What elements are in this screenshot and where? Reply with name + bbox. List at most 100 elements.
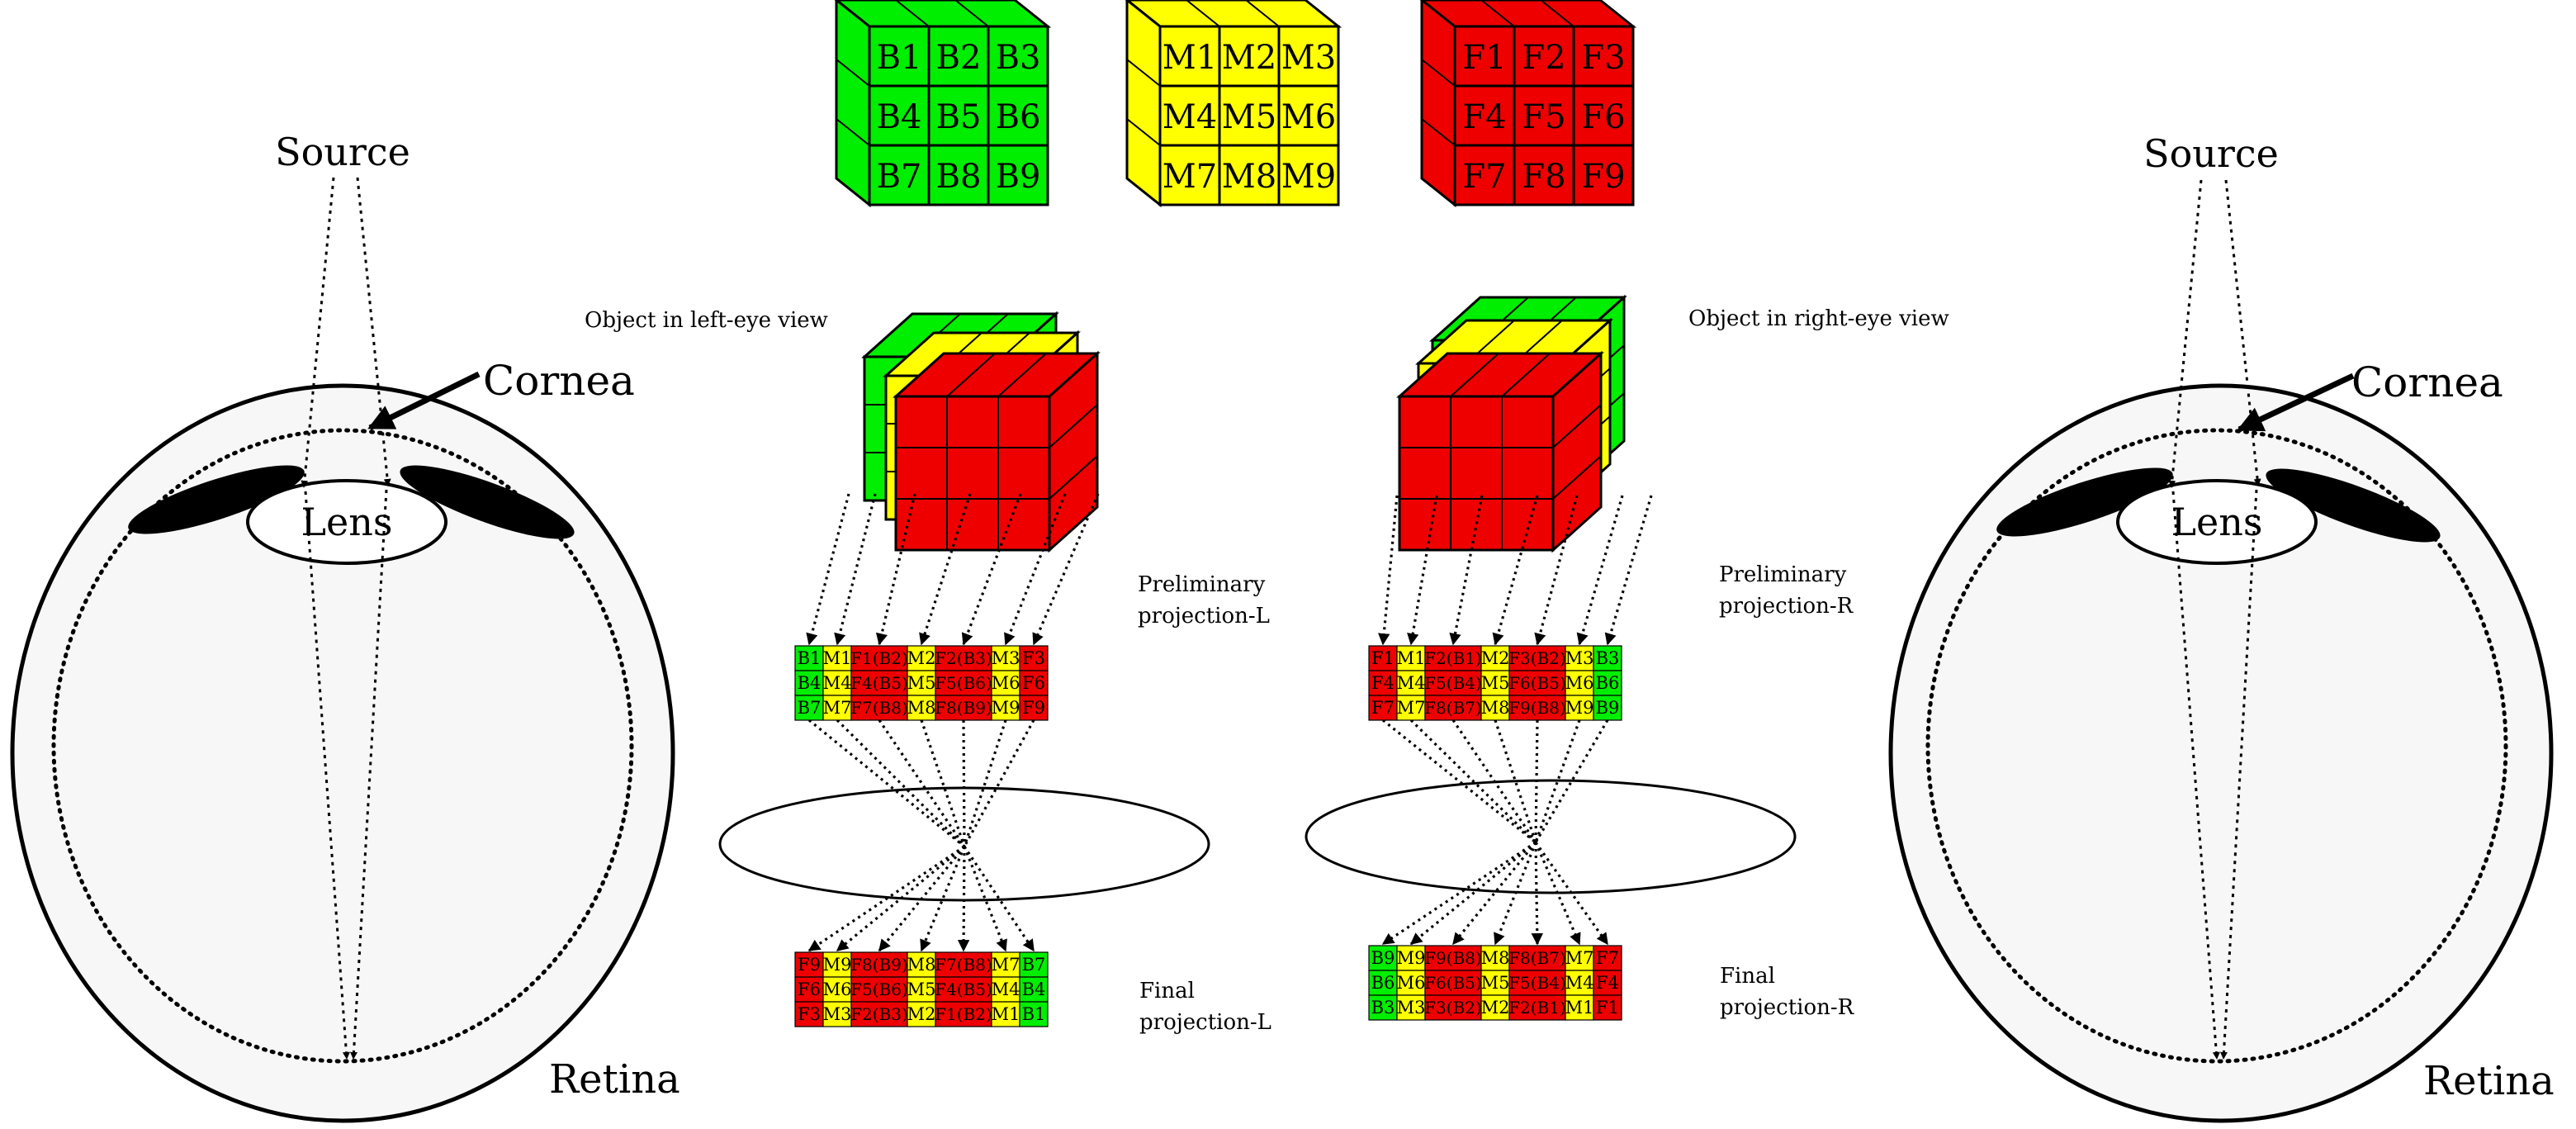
retina-label: Retina xyxy=(549,1056,680,1103)
grid-cell-label: M2 xyxy=(1481,648,1510,668)
grid-cell-label: B3 xyxy=(1371,998,1395,1018)
grid-cell-label: M6 xyxy=(992,673,1020,693)
cube-cell-label: M3 xyxy=(1281,39,1336,77)
cube-cell xyxy=(1513,25,1575,88)
edge-line xyxy=(1552,455,1602,500)
face-front xyxy=(1398,395,1555,552)
cube-cell-label: B8 xyxy=(936,158,982,196)
converge-ray xyxy=(1451,719,1537,843)
converge-ray xyxy=(836,719,966,848)
grid-cell xyxy=(1424,945,1482,971)
grid-cell-label: M6 xyxy=(823,980,852,999)
diverge-ray xyxy=(1381,841,1537,946)
grid-cell xyxy=(794,645,824,671)
grid-cell xyxy=(1019,695,1049,721)
cube-cell xyxy=(987,84,1049,147)
grid-cell-label: M5 xyxy=(907,980,936,999)
grid-cell xyxy=(822,1001,852,1027)
grid-cell xyxy=(822,670,852,696)
cornea-label: Cornea xyxy=(2351,358,2503,406)
label-line: projection-R xyxy=(1720,995,1855,1020)
converge-ray xyxy=(1494,719,1537,843)
label-line: projection-L xyxy=(1138,604,1270,629)
grid-cell xyxy=(850,951,908,978)
cube-top-face xyxy=(834,0,1052,28)
cube-cell xyxy=(1453,25,1516,88)
grid-cell-label: B1 xyxy=(1022,1004,1046,1024)
grid-cell xyxy=(1396,994,1426,1021)
cube-cell-label: F9 xyxy=(1581,158,1625,196)
grid-cell xyxy=(1019,645,1049,671)
grid-cell xyxy=(850,695,908,721)
right-eye: Lens Source Cornea Retina xyxy=(1888,131,2555,1123)
grid-cell xyxy=(1480,695,1510,721)
grid-cell-label: B7 xyxy=(798,698,822,718)
grid-cell-label: F6(B5) xyxy=(1508,673,1566,693)
grid-cell-label: M3 xyxy=(1397,998,1426,1018)
cube-cell-label: F8 xyxy=(1522,158,1565,196)
cube-cell-label: B7 xyxy=(877,158,922,196)
grid-cell-label: F7 xyxy=(1371,698,1395,718)
grid-cell-label: M2 xyxy=(907,1004,936,1024)
cube-cell-label: B9 xyxy=(996,158,1041,196)
iris-right xyxy=(400,465,575,539)
grid-cell-label: F3(B2) xyxy=(1508,648,1566,668)
cube-side-face xyxy=(835,0,871,208)
edge-line xyxy=(1501,353,1551,397)
projection-ray xyxy=(1378,495,1399,646)
lens-label: Lens xyxy=(301,500,392,544)
cube-cell-label: F4 xyxy=(1462,98,1506,136)
grid-cell xyxy=(1019,1001,1049,1027)
edge-line xyxy=(946,353,996,397)
grid-cell xyxy=(1480,970,1510,996)
projection-grids: B1B4B7M1M4M7F1(B2)F4(B5)F7(B8)M2M5M8F2(B… xyxy=(794,645,1622,1027)
grid-cell-label: M9 xyxy=(992,698,1020,718)
grid-cell xyxy=(991,645,1020,671)
diverge-ray xyxy=(878,845,966,952)
prelim-left-label: Preliminary projection-L xyxy=(1138,572,1272,629)
final-left-label: Final projection-L xyxy=(1139,979,1271,1035)
eyeball xyxy=(10,383,675,1123)
grid-cell-label: F2(B1) xyxy=(1424,648,1482,668)
grid-cell-label: F5(B4) xyxy=(1424,673,1482,693)
grid-cell xyxy=(794,670,824,696)
grid-cell-label: M3 xyxy=(823,1004,852,1024)
grid-cell-label: F6 xyxy=(798,980,821,999)
eyeball xyxy=(1888,383,2554,1123)
cube-cell-label: B3 xyxy=(996,39,1041,77)
cube-cell-label: M4 xyxy=(1163,98,1217,136)
grid-cell-label: F1 xyxy=(1596,998,1619,1018)
grid-cell-label: M8 xyxy=(907,698,936,718)
cube-cell xyxy=(1277,144,1340,206)
grid-cell-label: F9(B8) xyxy=(1508,698,1566,718)
projection-ray xyxy=(806,493,850,646)
grid-cell-label: F7 xyxy=(1596,948,1619,968)
projection-ray xyxy=(834,493,877,646)
grid-cell-label: F3 xyxy=(1022,648,1045,668)
grid-cell-label: F5(B6) xyxy=(850,980,908,999)
grid-cell xyxy=(991,951,1020,978)
cube-cell xyxy=(868,144,930,206)
grid-cell-label: F8(B9) xyxy=(935,698,992,718)
grid-cell-label: M4 xyxy=(1397,673,1426,693)
cornea-label: Cornea xyxy=(483,357,635,405)
diverge-ray xyxy=(963,846,1035,952)
ray-source-2 xyxy=(356,177,391,486)
cornea-pointer xyxy=(367,371,481,431)
cube-cell-label: B5 xyxy=(936,98,982,136)
cube-cell-label: F6 xyxy=(1581,98,1625,136)
grid-cell xyxy=(1593,945,1622,971)
grid-cell-label: F3(B2) xyxy=(1424,998,1482,1018)
cube-cell xyxy=(1277,25,1340,88)
grid-cell-label: F9 xyxy=(798,955,821,975)
grid-cell-label: M9 xyxy=(1565,698,1594,718)
grid-cell-label: F4 xyxy=(1371,673,1395,693)
label-line: Final xyxy=(1139,979,1195,1003)
left-view-label: Object in left-eye view xyxy=(585,308,828,333)
cube-edge xyxy=(1421,59,1456,87)
cube-edge xyxy=(1540,0,1574,27)
cube-top-face xyxy=(1419,0,1637,28)
grid-cell-label: M5 xyxy=(907,673,936,693)
